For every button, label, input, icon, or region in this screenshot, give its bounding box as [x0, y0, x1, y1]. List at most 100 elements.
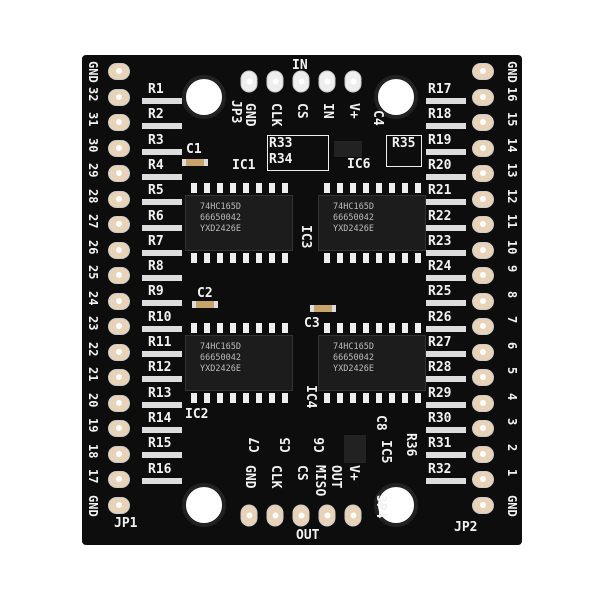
chip-pin [191, 323, 197, 333]
right-pin-label: 4 [505, 392, 519, 400]
chip-pin [363, 253, 369, 263]
right-pin-label: GND [505, 61, 519, 83]
left-pin-label: 20 [86, 392, 100, 407]
pin-pad [108, 216, 130, 233]
pin-pad [108, 114, 130, 131]
pin-pad [472, 445, 494, 463]
pin-pad [472, 318, 494, 335]
chip-pin [376, 323, 382, 333]
resistor [426, 300, 466, 307]
pin-pad [108, 292, 130, 310]
resistor-label: R20 [428, 157, 452, 173]
resistor-label: R6 [148, 208, 164, 224]
in-pin-pad [318, 70, 336, 93]
chip-pin [282, 253, 288, 263]
jp3-label: JP3 [228, 100, 243, 124]
chip-pin [350, 323, 356, 333]
chip-pin [337, 393, 343, 403]
chip-marking: 66650042 [333, 353, 374, 363]
chip-pin [269, 253, 275, 263]
pin-pad [108, 445, 130, 463]
chip-pin [402, 393, 408, 403]
pin-pad [472, 241, 494, 259]
in-pin-label: IN [320, 103, 335, 119]
chip-marking: 74HC165D [200, 342, 241, 352]
pin-pad [472, 369, 494, 386]
resistor [426, 452, 466, 459]
resistor-label: R9 [148, 284, 164, 300]
chip-pin [350, 183, 356, 193]
right-pin-label: 15 [505, 112, 519, 127]
right-pin-label: GND [505, 494, 519, 517]
resistor [142, 148, 182, 155]
right-pin-label: 3 [505, 418, 519, 426]
resistor [426, 224, 466, 231]
resistor [142, 123, 182, 130]
resistor-label: R13 [148, 385, 172, 401]
left-pin-label: 17 [86, 469, 100, 484]
capacitor [310, 305, 336, 312]
chip-pin [269, 393, 275, 403]
right-pin-label: 5 [505, 367, 519, 375]
right-pin-label: 6 [505, 341, 519, 349]
c1-label: C1 [186, 142, 202, 157]
pin-pad [472, 190, 494, 208]
c8-label: C8 [373, 415, 388, 431]
resistor-label: R25 [428, 284, 452, 300]
resistor [142, 224, 182, 231]
left-pin-label: GND [86, 494, 100, 517]
chip-marking: 74HC165D [333, 342, 374, 352]
resistor-label: R23 [428, 233, 452, 249]
resistor-label: R16 [148, 461, 172, 477]
r34-label: R34 [269, 152, 293, 167]
resistor-label: R21 [428, 183, 452, 199]
in-pin-label: CS [294, 103, 309, 119]
resistor [426, 401, 466, 408]
left-pin-label: 25 [86, 265, 100, 280]
mounting-hole [374, 483, 418, 527]
mounting-hole [182, 483, 226, 527]
chip-pin [204, 393, 210, 403]
pin-pad [472, 292, 494, 310]
chip-pin [217, 253, 223, 263]
chip-pin [389, 253, 395, 263]
left-pin-label: 31 [86, 112, 100, 127]
out-pin-pad [240, 504, 258, 527]
chip-pin [324, 323, 330, 333]
pin-pad [108, 394, 130, 412]
chip-pin [269, 183, 275, 193]
right-pin-label: 12 [505, 188, 519, 203]
r33-r34-box [267, 135, 329, 171]
pin-pad [472, 343, 494, 361]
chip-pin [389, 323, 395, 333]
ic5-label: IC5 [378, 440, 393, 464]
chip-pin [256, 253, 262, 263]
ic3-label: IC3 [298, 225, 313, 249]
chip-pin [269, 323, 275, 333]
pin-pad [472, 139, 494, 157]
right-pin-label: 13 [505, 163, 519, 178]
chip-pin [324, 183, 330, 193]
c4-label: C4 [370, 110, 385, 126]
chip-pin [204, 183, 210, 193]
pin-pad [108, 318, 130, 335]
chip-pin [204, 253, 210, 263]
pin-pad [472, 267, 494, 284]
in-pin-label: GND [242, 103, 257, 127]
in-pin-pad [240, 70, 258, 93]
r35-label: R35 [392, 136, 416, 151]
resistor [426, 98, 466, 104]
in-header-title: IN [292, 58, 308, 73]
jp1-label: JP1 [114, 516, 138, 531]
resistor-label: R2 [148, 107, 164, 123]
resistor [142, 98, 182, 104]
left-pin-label: 22 [86, 341, 100, 356]
chip-marking: YXD2426E [333, 364, 374, 374]
pin-pad [108, 190, 130, 208]
r36-label: R36 [403, 433, 418, 457]
right-pin-label: 2 [505, 443, 519, 451]
in-pin-pad [292, 70, 310, 93]
c7-label: C7 [248, 437, 263, 453]
ic1-label: IC1 [232, 158, 256, 173]
chip-pin [217, 183, 223, 193]
